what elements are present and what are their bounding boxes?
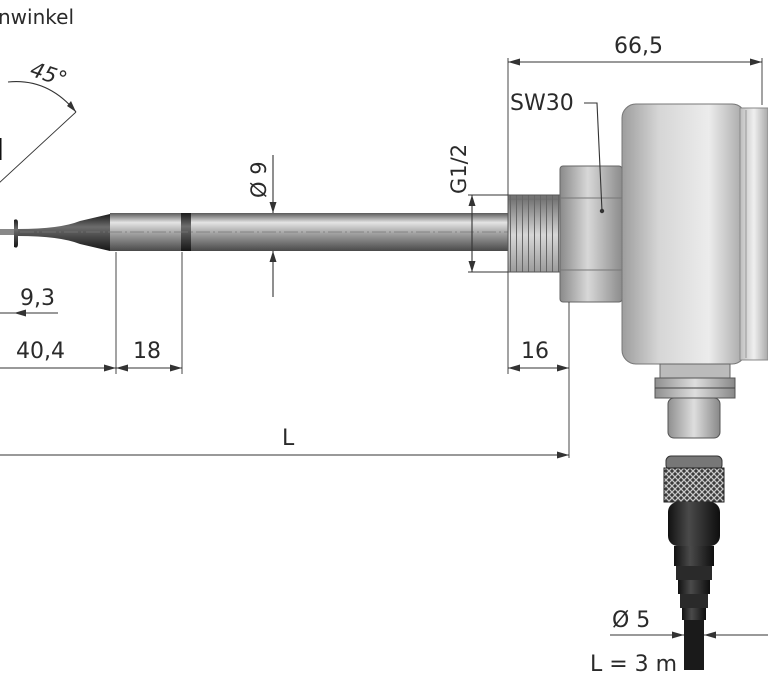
dim-thread-length-label: 16 — [521, 339, 549, 364]
caption-fragment: nwinkel — [0, 5, 74, 29]
angle-arc-arrow — [67, 101, 76, 112]
angle-arc — [7, 81, 77, 113]
dim-thread-length — [507, 272, 570, 458]
probe-rod — [20, 213, 760, 251]
process-thread — [507, 194, 561, 273]
wrench-size-leader — [584, 102, 603, 212]
dim-tip-length-label: 40,4 — [16, 339, 65, 364]
dim-cable-diameter — [610, 631, 768, 639]
dim-overall-width-label: 66,5 — [614, 34, 663, 59]
dim-thread-label: G1/2 — [447, 144, 471, 194]
dim-overall-width — [507, 58, 763, 195]
hex-nut — [559, 165, 623, 303]
dim-cable-diameter-label: Ø 5 — [612, 608, 650, 633]
dim-band-width-label: 18 — [133, 339, 161, 364]
probe-tip — [0, 214, 110, 251]
angle-ray — [0, 111, 77, 183]
dim-insertion-length — [0, 451, 569, 459]
sensor-head — [621, 103, 768, 365]
dim-probe-diameter — [269, 155, 277, 297]
cable-plug — [663, 455, 725, 670]
dim-probe-diameter-label: Ø 9 — [247, 161, 271, 198]
dim-insertion-length-label: L — [282, 426, 295, 451]
angle-label: 45° — [27, 57, 70, 91]
cable-length-label: L = 3 m — [590, 652, 677, 677]
dim-tip-offset-label: 9,3 — [20, 286, 55, 311]
m12-connector — [654, 363, 736, 439]
dim-tip-and-band — [0, 252, 183, 374]
dim-thread — [468, 194, 508, 273]
wrench-size-label: SW30 — [510, 91, 574, 116]
dim-tip-offset — [0, 309, 58, 317]
